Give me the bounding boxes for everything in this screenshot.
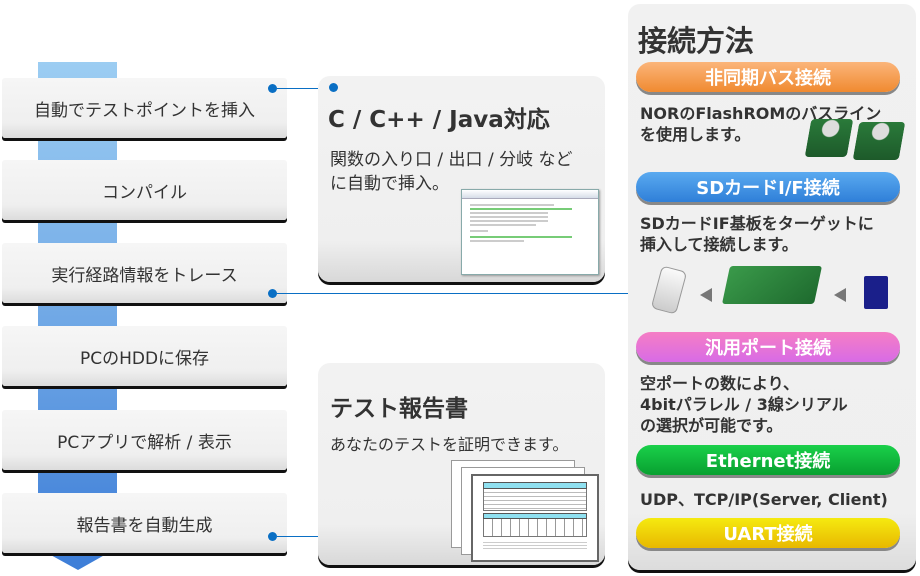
connector-dot bbox=[329, 83, 338, 92]
pill-label: Ethernet接続 bbox=[705, 451, 831, 472]
connector-line bbox=[277, 293, 637, 294]
arrow-left-icon bbox=[700, 288, 712, 302]
flow-arrow-icon bbox=[38, 548, 117, 570]
step-compile: コンパイル bbox=[2, 160, 287, 220]
pill-label: 汎用ポート接続 bbox=[705, 338, 831, 359]
async-bus-pill: 非同期バス接続 bbox=[636, 62, 900, 92]
panel-text: 関数の入り口 / 出口 / 分岐 など bbox=[330, 150, 573, 170]
connector-dot bbox=[268, 289, 277, 298]
method-text: UDP、TCP/IP(Server, Client) bbox=[640, 490, 888, 509]
pill-label: 非同期バス接続 bbox=[705, 68, 831, 89]
step-label: PCのHDDに保存 bbox=[79, 348, 210, 369]
pill-label: SDカードI/F接続 bbox=[696, 178, 840, 199]
ethernet-pill: Ethernet接続 bbox=[636, 445, 900, 475]
connector-line bbox=[277, 88, 333, 89]
step-label: 自動でテストポイントを挿入 bbox=[34, 100, 255, 121]
method-text: NORのFlashROMのバスライン bbox=[640, 104, 882, 123]
report-page-thumbnail bbox=[471, 474, 599, 562]
connection-methods-panel: 接続方法 非同期バス接続 NORのFlashROMのバスライン を使用します。 … bbox=[628, 4, 916, 570]
arrow-left-icon bbox=[834, 288, 846, 302]
step-report: 報告書を自動生成 bbox=[2, 493, 287, 553]
connector-line bbox=[277, 536, 333, 537]
panel-text: あなたのテストを証明できます。 bbox=[330, 435, 569, 454]
method-text: 挿入して接続します。 bbox=[640, 235, 798, 254]
method-text: を使用します。 bbox=[640, 125, 751, 144]
step-label: コンパイル bbox=[102, 182, 187, 203]
step-trace: 実行経路情報をトレース bbox=[2, 243, 287, 303]
language-panel: C / C++ / Java対応 関数の入り口 / 出口 / 分岐 など に自動… bbox=[318, 76, 605, 282]
step-label: 報告書を自動生成 bbox=[76, 515, 213, 536]
method-text: 空ポートの数により、 bbox=[640, 374, 800, 393]
step-label: 実行経路情報をトレース bbox=[51, 265, 238, 286]
step-save: PCのHDDに保存 bbox=[2, 326, 287, 386]
step-label: PCアプリで解析 / 表示 bbox=[57, 432, 232, 453]
panel-text: に自動で挿入。 bbox=[330, 174, 449, 194]
uart-pill: UART接続 bbox=[636, 518, 900, 548]
report-panel: テスト報告書 あなたのテストを証明できます。 bbox=[318, 363, 605, 565]
sdxc-card-icon bbox=[864, 276, 888, 309]
panel-title: 接続方法 bbox=[638, 24, 755, 58]
step-analyze: PCアプリで解析 / 表示 bbox=[2, 410, 287, 470]
step-insert-testpoints: 自動でテストポイントを挿入 bbox=[2, 78, 287, 138]
sd-interface-board-image bbox=[721, 266, 823, 304]
connector-dot bbox=[268, 84, 277, 93]
handheld-device-image bbox=[650, 265, 688, 315]
code-window-screenshot bbox=[461, 189, 599, 275]
panel-title: C / C++ / Java対応 bbox=[328, 107, 550, 133]
method-text: 4bitパラレル / 3線シリアル bbox=[640, 395, 848, 414]
panel-title: テスト報告書 bbox=[330, 396, 468, 422]
pill-label: UART接続 bbox=[723, 524, 813, 545]
method-text: SDカードIF基板をターゲットに bbox=[640, 214, 874, 233]
connector-dot bbox=[268, 532, 277, 541]
method-text: の選択が可能です。 bbox=[640, 416, 783, 435]
sd-card-pill: SDカードI/F接続 bbox=[636, 172, 900, 202]
connector-board-image bbox=[852, 122, 906, 160]
connector-board-image bbox=[804, 119, 854, 157]
general-port-pill: 汎用ポート接続 bbox=[636, 332, 900, 362]
